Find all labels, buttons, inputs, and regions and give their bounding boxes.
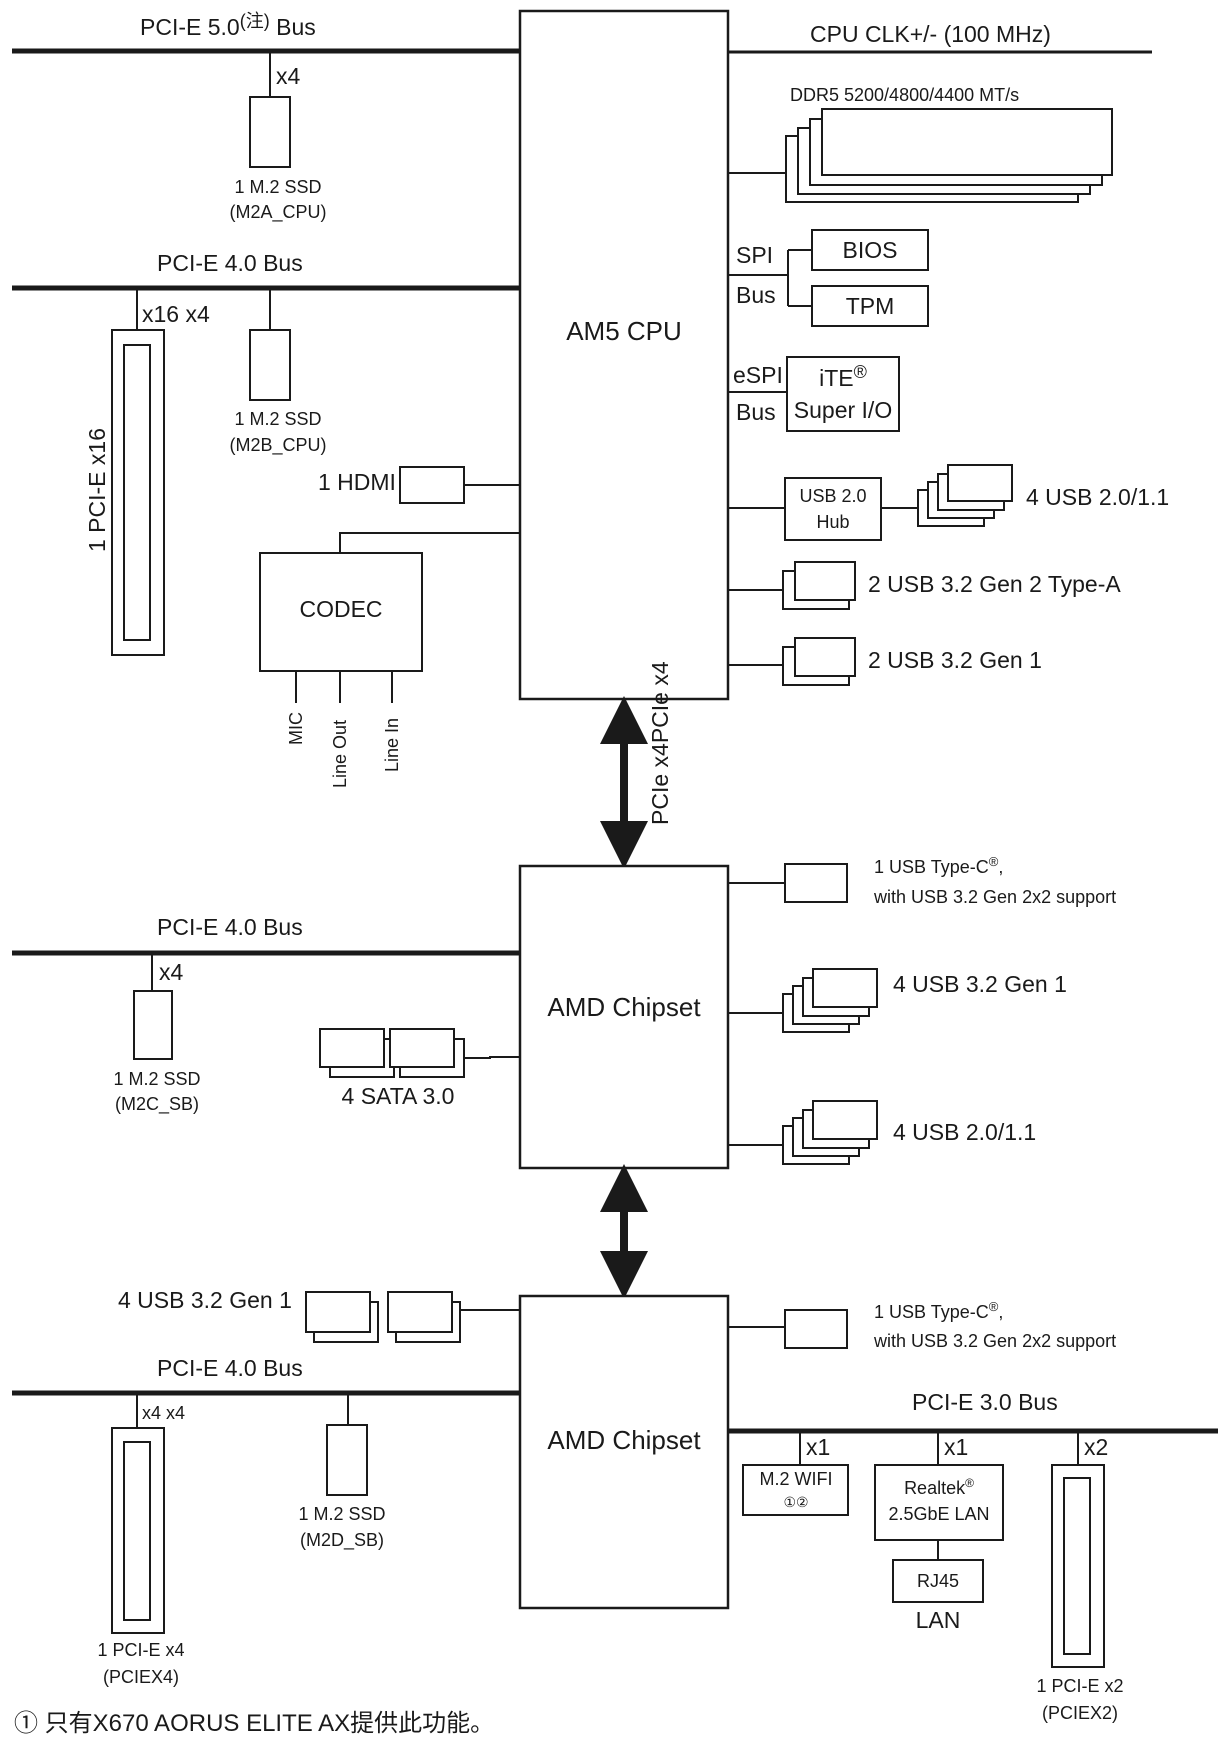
- cpu-chip-label: AM5 CPU: [566, 316, 682, 346]
- m2a-label-1: 1 M.2 SSD: [234, 177, 321, 197]
- rj45-label: RJ45: [917, 1571, 959, 1591]
- cpu-chip: [518, 9, 730, 701]
- pciex4-label-1: 1 PCI-E x4: [97, 1640, 184, 1660]
- pcie4-cpu-bus-label: PCI-E 4.0 Bus: [157, 250, 303, 276]
- m2c-label-1: 1 M.2 SSD: [113, 1069, 200, 1089]
- m2b-ssd-slot: [249, 329, 291, 401]
- cpu-chipset1-link-label: PCIe x4PCIe x4: [647, 661, 673, 825]
- pcie3-bus-label: PCI-E 3.0 Bus: [912, 1389, 1058, 1415]
- wifi-lane-label: x1: [806, 1434, 830, 1460]
- m2b-label-1: 1 M.2 SSD: [234, 409, 321, 429]
- pciex2-lane-label: x2: [1084, 1434, 1108, 1460]
- footnote: ① 只有X670 AORUS ELITE AX提供此功能。: [14, 1710, 494, 1737]
- ite-label-2: Super I/O: [794, 397, 892, 423]
- spi-bus-label: Bus: [736, 282, 776, 308]
- usb20-chipset1-port-1: [812, 1100, 878, 1140]
- pcie-x16-slot-label: 1 PCI-E x16: [84, 428, 110, 552]
- usb-gen1-cpu-label: 2 USB 3.2 Gen 1: [868, 647, 1042, 673]
- m2-wifi-slot: [742, 1464, 849, 1516]
- wifi-label-2: ①②: [783, 1494, 808, 1510]
- ddr5-label: DDR5 5200/4800/4400 MT/s: [790, 85, 1019, 105]
- pciex2-label-2: (PCIEX2): [1042, 1703, 1118, 1723]
- usb-hub-chip: [784, 477, 882, 541]
- sata-port-1: [319, 1028, 385, 1068]
- m2a-ssd-slot: [249, 96, 291, 168]
- pciex4-label-2: (PCIEX4): [103, 1667, 179, 1687]
- espi-bus-label: Bus: [736, 399, 776, 425]
- lan-lane-label: x1: [944, 1434, 968, 1460]
- typec-1-port: [784, 863, 848, 903]
- typec-1-label-2: with USB 3.2 Gen 2x2 support: [873, 887, 1116, 907]
- pciex4-slot-inner: [123, 1441, 151, 1621]
- codec-link: [339, 532, 520, 553]
- sata-label: 4 SATA 3.0: [342, 1083, 455, 1109]
- ite-super-io-chip: [786, 356, 900, 432]
- sata-port-3: [389, 1028, 455, 1068]
- lan-label-2: 2.5GbE LAN: [888, 1504, 989, 1524]
- usb-gen1-chipset1-port-1: [812, 968, 878, 1008]
- line-in-label: Line In: [382, 718, 402, 772]
- spi-branch: [787, 249, 812, 307]
- typec-2-label-2: with USB 3.2 Gen 2x2 support: [873, 1331, 1116, 1351]
- m2b-label-2: (M2B_CPU): [229, 435, 326, 456]
- sata-link: [464, 1056, 520, 1059]
- pcie-x16-slot-inner: [123, 344, 151, 641]
- m2c-ssd-slot: [133, 990, 173, 1060]
- line-out-label: Line Out: [330, 720, 350, 788]
- chipset-1-label: AMD Chipset: [547, 992, 701, 1022]
- pcie4-chipset1-bus-label: PCI-E 4.0 Bus: [157, 914, 303, 940]
- m2c-label-2: (M2C_SB): [115, 1094, 199, 1115]
- usb-gen1-chipset2-label: 4 USB 3.2 Gen 1: [118, 1287, 292, 1313]
- m2a-label-2: (M2A_CPU): [229, 202, 326, 223]
- usb-hub-label-2: Hub: [816, 512, 849, 532]
- bios-chip: [811, 229, 929, 271]
- usb20-cpu-port-1: [947, 464, 1013, 502]
- realtek-lan-chip: [874, 1464, 1004, 1541]
- usb-gen2-typea-port-1: [794, 561, 856, 601]
- lan-label-1: Realtek®: [904, 1476, 974, 1498]
- cpu-clk-label: CPU CLK+/- (100 MHz): [810, 21, 1051, 47]
- m2d-ssd-slot: [326, 1424, 368, 1496]
- pciex4-lane-label: x4 x4: [142, 1403, 185, 1423]
- usb-gen1-chipset2-port-1: [305, 1291, 371, 1333]
- pciex2-slot-inner: [1063, 1477, 1091, 1655]
- usb-hub-label-1: USB 2.0: [799, 486, 866, 506]
- chipset-2-label: AMD Chipset: [547, 1425, 701, 1455]
- codec-label: CODEC: [299, 596, 382, 622]
- pcie4-chipset2-bus-label: PCI-E 4.0 Bus: [157, 1355, 303, 1381]
- typec-2-label-1: 1 USB Type-C®,: [874, 1299, 1003, 1322]
- typec-2-port: [784, 1309, 848, 1349]
- codec-chip: [259, 552, 423, 672]
- spi-label: SPI: [736, 242, 773, 268]
- m2d-label-1: 1 M.2 SSD: [298, 1504, 385, 1524]
- wifi-label-1: M.2 WIFI: [760, 1469, 833, 1489]
- usb-gen2-typea-label: 2 USB 3.2 Gen 2 Type-A: [868, 571, 1121, 597]
- tpm-label: TPM: [846, 293, 895, 319]
- ite-label-1: iTE®: [819, 362, 867, 391]
- bios-label: BIOS: [843, 237, 898, 263]
- hdmi-label: 1 HDMI: [318, 469, 396, 495]
- chipset-2: [518, 1294, 730, 1610]
- usb-gen1-chipset1-label: 4 USB 3.2 Gen 1: [893, 971, 1067, 997]
- rj45-port: [892, 1559, 984, 1603]
- pcie5-bus-label: PCI-E 5.0(注) Bus: [140, 11, 316, 40]
- pcie-x16-lane-label: x16 x4: [142, 301, 210, 327]
- typec-1-label-1: 1 USB Type-C®,: [874, 854, 1003, 877]
- usb-gen1-cpu-port-1: [794, 637, 856, 677]
- m2a-lane-label: x4: [276, 63, 301, 89]
- m2d-label-2: (M2D_SB): [300, 1530, 384, 1551]
- espi-label: eSPI: [733, 362, 783, 388]
- hdmi-port: [399, 466, 465, 504]
- tpm-chip: [811, 285, 929, 327]
- usb20-cpu-label: 4 USB 2.0/1.1: [1026, 484, 1169, 510]
- ddr5-module-1: [821, 108, 1113, 176]
- usb-gen1-chipset2-port-3: [387, 1291, 453, 1333]
- mic-label: MIC: [286, 712, 306, 745]
- usb20-chipset1-label: 4 USB 2.0/1.1: [893, 1119, 1036, 1145]
- pciex2-label-1: 1 PCI-E x2: [1036, 1676, 1123, 1696]
- m2c-lane-label: x4: [159, 959, 184, 985]
- lan-port-label: LAN: [916, 1607, 961, 1633]
